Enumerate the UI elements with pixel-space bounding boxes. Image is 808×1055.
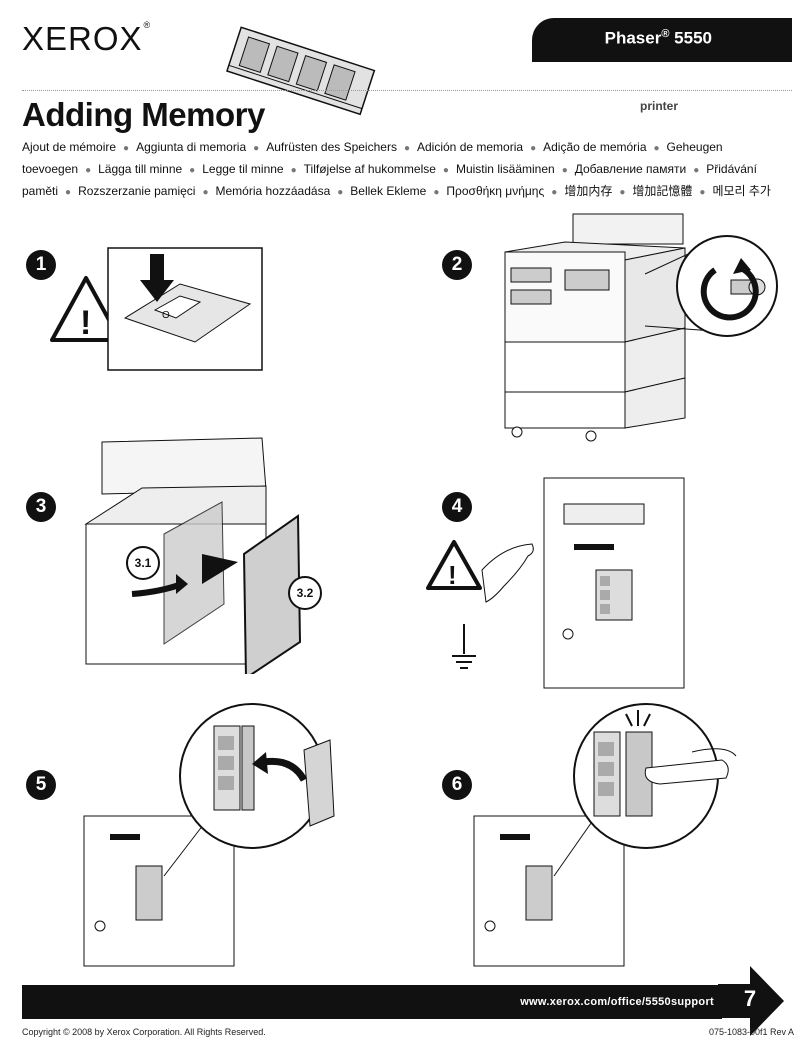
step-2-badge: 2: [442, 250, 472, 280]
side-panel: [242, 514, 302, 674]
translation-item: Добавление памяти: [574, 162, 687, 176]
translation-item: Tilføjelse af hukommelse: [303, 162, 436, 176]
bullet-separator-icon: ●: [442, 165, 449, 176]
arrow-down-icon: [140, 280, 174, 302]
step-4-ground-illustration: !: [426, 477, 685, 689]
bullet-separator-icon: ●: [619, 187, 626, 198]
translation-item: Aufrüsten des Speichers: [266, 140, 397, 154]
step-3-remove-panel-illustration: [84, 437, 302, 674]
arrow-left-icon: [252, 752, 268, 774]
step-1-badge: 1: [26, 250, 56, 280]
product-name: Phaser® 5550: [604, 28, 712, 48]
next-page-arrow-icon[interactable]: [718, 966, 786, 1036]
product-tab: Phaser® 5550: [532, 18, 792, 62]
memory-card: [303, 739, 335, 827]
next-page-number[interactable]: 7: [743, 986, 757, 1011]
arrow-right-icon: [202, 554, 238, 584]
document-number: 075-1083-00f1 Rev A: [708, 1027, 794, 1037]
bullet-separator-icon: ●: [290, 165, 297, 176]
translation-item: Memória hozzáadása: [215, 184, 331, 198]
footer-bar: www.xerox.com/office/5550support: [22, 985, 722, 1019]
svg-text:!: !: [448, 560, 457, 590]
svg-text:!: !: [80, 304, 91, 342]
step-2-printer-screws-illustration: [504, 213, 778, 442]
brand-text: XEROX: [22, 20, 143, 57]
warning-icon: [426, 540, 482, 590]
bullet-separator-icon: ●: [699, 187, 706, 198]
translation-item: Aggiunta di memoria: [136, 140, 247, 154]
bullet-separator-icon: ●: [653, 143, 660, 154]
translation-item: 增加内存: [564, 184, 613, 198]
step-5-badge: 5: [26, 770, 56, 800]
bullet-separator-icon: ●: [189, 165, 196, 176]
svg-text:O: O: [162, 310, 170, 321]
bullet-separator-icon: ●: [337, 187, 344, 198]
translation-item: Προσθήκη μνήμης: [446, 184, 545, 198]
translation-item: Bellek Ekleme: [350, 184, 427, 198]
brand-registered-mark: ®: [143, 20, 152, 30]
translation-item: Ajout de mémoire: [22, 140, 117, 154]
translation-item: 메모리 추가: [712, 184, 771, 198]
bullet-separator-icon: ●: [202, 187, 209, 198]
translation-item: Muistin lisääminen: [455, 162, 555, 176]
finger-press-icon: [644, 759, 729, 785]
callout-3-2: 3.2: [288, 576, 322, 610]
bullet-separator-icon: ●: [85, 165, 92, 176]
step-5-insert-memory-illustration: [83, 703, 335, 967]
translation-item: Adição de memória: [543, 140, 647, 154]
rotate-arrow-icon: [700, 265, 759, 321]
translation-item: Rozszerzanie pamięci: [78, 184, 196, 198]
support-url-link[interactable]: www.xerox.com/office/5550support: [520, 996, 714, 1008]
bullet-separator-icon: ●: [530, 143, 537, 154]
translation-item: 增加記憶體: [632, 184, 693, 198]
memory-module-illustration: [226, 26, 376, 116]
callout-3-1: 3.1: [126, 546, 160, 580]
bullet-separator-icon: ●: [693, 165, 700, 176]
step-1-power-off-illustration: ! O: [50, 247, 263, 371]
warning-icon: [50, 276, 122, 342]
bullet-separator-icon: ●: [253, 143, 260, 154]
step-3-badge: 3: [26, 492, 56, 522]
bullet-separator-icon: ●: [433, 187, 440, 198]
translations-list: Ajout de mémoire ● Aggiunta di memoria ● Auf…: [22, 137, 792, 203]
page-title: Adding Memory: [22, 96, 265, 133]
translation-item: Legge til minne: [202, 162, 284, 176]
copyright-notice: Copyright © 2008 by Xerox Corporation. A…: [22, 1027, 266, 1037]
translation-item: Lägga till minne: [98, 162, 183, 176]
bullet-separator-icon: ●: [403, 143, 410, 154]
translation-item: Přidávání paměti: [22, 162, 757, 198]
xerox-logo: XEROX®: [22, 20, 151, 58]
header-divider: [22, 90, 792, 91]
translation-item: Geheugen toevoegen: [22, 140, 723, 176]
bullet-separator-icon: ●: [65, 187, 72, 198]
step-6-seat-memory-illustration: [473, 703, 737, 967]
translation-item: Adición de memoria: [417, 140, 524, 154]
step-4-badge: 4: [442, 492, 472, 522]
bullet-separator-icon: ●: [551, 187, 558, 198]
bullet-separator-icon: ●: [123, 143, 130, 154]
product-type: printer: [640, 99, 679, 113]
step-6-badge: 6: [442, 770, 472, 800]
bullet-separator-icon: ●: [561, 165, 568, 176]
